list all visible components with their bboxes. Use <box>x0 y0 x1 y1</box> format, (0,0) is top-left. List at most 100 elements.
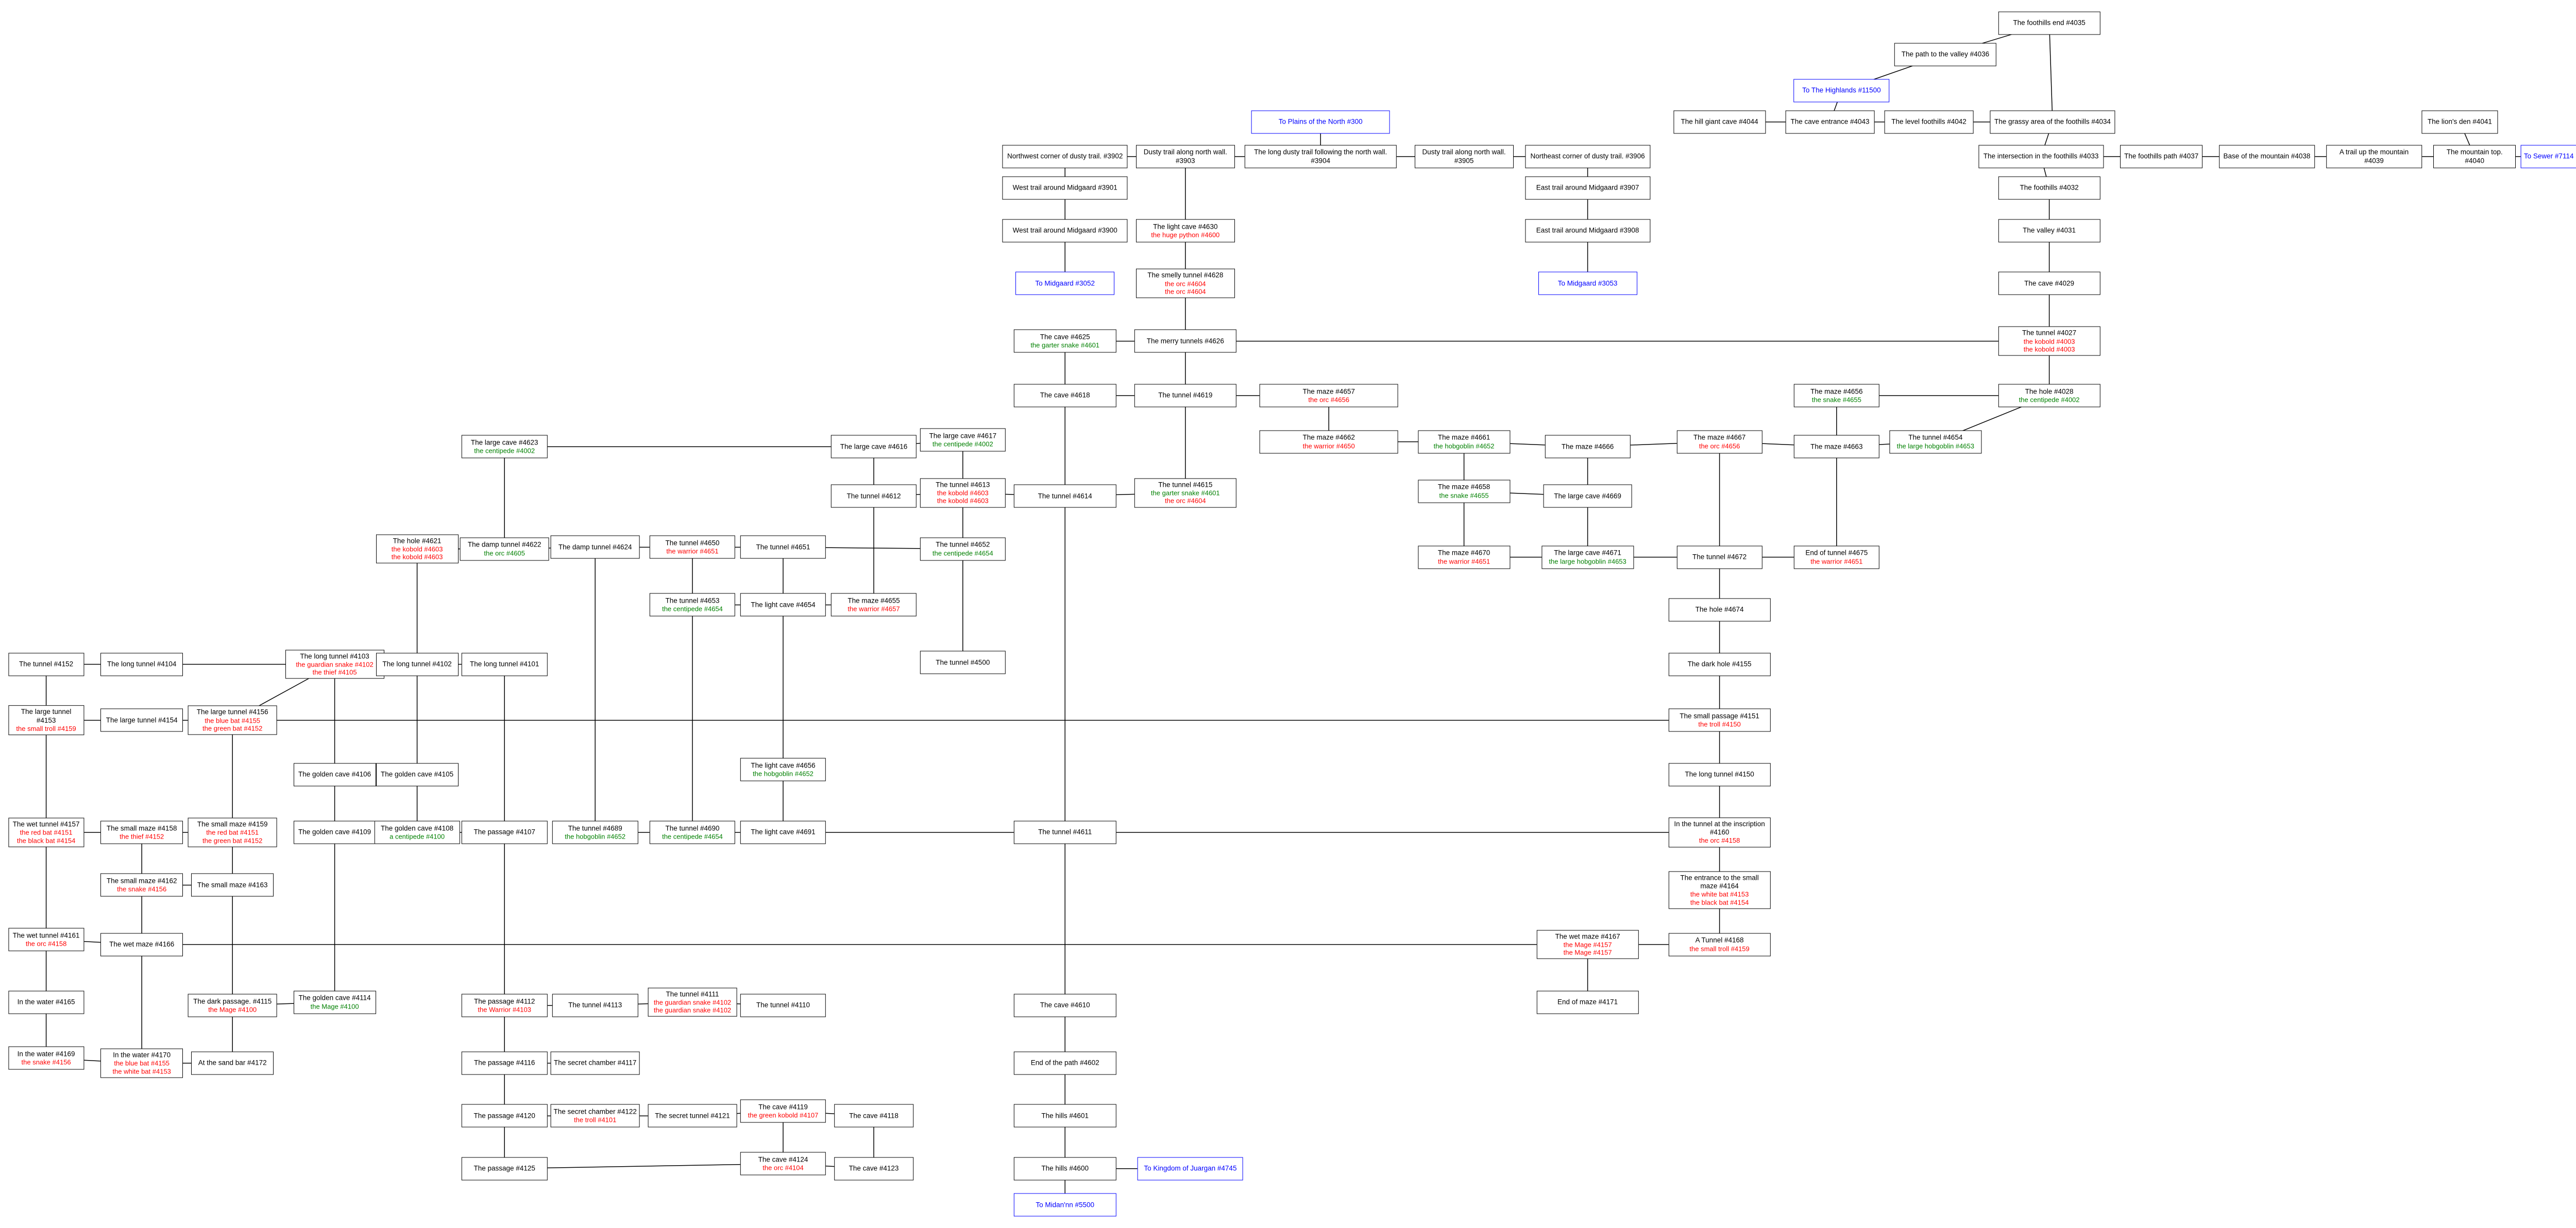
mob-label: the kobold #4603 <box>391 545 443 553</box>
room-label: West trail around Midgaard #3901 <box>1012 183 1117 192</box>
room-label: The level foothills #4042 <box>1891 117 1967 126</box>
room-label: The long dusty trail following the north… <box>1254 148 1387 164</box>
room-label: The passage #4112 <box>474 997 535 1005</box>
room-label: A Tunnel #4168 <box>1695 936 1744 944</box>
room-4663: The maze #4663 <box>1793 435 1879 458</box>
room-label: The maze #4666 <box>1561 442 1614 451</box>
room-label: The secret chamber #4122 <box>553 1107 637 1116</box>
room-label: The long tunnel #4104 <box>107 660 177 668</box>
room-label: The light cave #4691 <box>751 828 816 836</box>
room-3903: Dusty trail along north wall. #3903 <box>1136 145 1235 168</box>
room-label: The hole #4674 <box>1695 605 1744 613</box>
exit-link-label: To Midgaard #3052 <box>1035 279 1095 287</box>
room-label: The light cave #4656 <box>751 761 816 770</box>
room-4654r: The light cave #4654 <box>740 593 826 617</box>
room-label: Northeast corner of dusty trail. #3906 <box>1530 152 1645 160</box>
room-4113: The tunnel #4113 <box>552 994 638 1017</box>
room-label: The wet tunnel #4161 <box>12 931 80 940</box>
map-edge <box>2048 23 2053 122</box>
room-label: The tunnel #4651 <box>756 543 810 551</box>
room-4101: The long tunnel #4101 <box>461 653 548 676</box>
room-label: The large tunnel #4153 <box>21 708 72 724</box>
mob-label: the kobold #4603 <box>391 553 443 561</box>
room-4626: The merry tunnels #4626 <box>1134 329 1236 353</box>
mob-label: the black bat #4154 <box>16 837 76 845</box>
room-4043: The cave entrance #4043 <box>1785 110 1875 134</box>
room-3906: Northeast corner of dusty trail. #3906 <box>1525 145 1651 168</box>
mob-label: the kobold #4603 <box>937 497 989 505</box>
room-4666: The maze #4666 <box>1545 435 1631 458</box>
mob-label: the orc #4604 <box>1165 287 1206 296</box>
mob-label: the hobgoblin #4652 <box>753 770 814 778</box>
room-label: The small passage #4151 <box>1680 712 1759 720</box>
room-label: The tunnel #4613 <box>936 481 990 489</box>
room-label: The tunnel #4652 <box>936 540 990 549</box>
room-label: The large cave #4617 <box>929 432 997 440</box>
room-label: The golden cave #4108 <box>381 824 454 832</box>
exit-link-label: To Plains of the North #300 <box>1278 117 1363 126</box>
room-4166: The wet maze #4166 <box>100 933 183 957</box>
room-4040: The mountain top. #4040 <box>2433 145 2516 168</box>
mob-label: the kobold #4003 <box>2023 345 2075 353</box>
room-label: The long tunnel #4101 <box>469 660 539 668</box>
room-4651: The tunnel #4651 <box>740 535 826 559</box>
room-3904: The long dusty trail following the north… <box>1244 145 1397 168</box>
room-label: End of the path #4602 <box>1030 1059 1099 1067</box>
mob-label: the troll #4150 <box>1698 720 1741 728</box>
room-label: The tunnel #4654 <box>1908 433 1963 441</box>
room-label: The hills #4600 <box>1041 1164 1089 1172</box>
mob-label: the snake #4655 <box>1439 491 1489 500</box>
mob-label: the guardian snake #4102 <box>296 660 374 669</box>
room-label: The smelly tunnel #4628 <box>1147 271 1224 279</box>
room-4618: The cave #4618 <box>1013 384 1116 407</box>
room-4032: The foothills #4032 <box>1998 176 2100 200</box>
room-label: The wet tunnel #4157 <box>12 820 80 828</box>
room-label: The secret tunnel #4121 <box>655 1112 730 1120</box>
room-label: The tunnel #4615 <box>1158 481 1213 489</box>
room-label: Northwest corner of dusty trail. #3902 <box>1007 152 1123 160</box>
room-label: The cave #4124 <box>758 1155 808 1164</box>
mob-label: the large hobgoblin #4653 <box>1549 557 1626 566</box>
mob-label: the kobold #4603 <box>937 489 989 497</box>
room-4038: Base of the mountain #4038 <box>2219 145 2315 168</box>
room-label: In the water #4169 <box>17 1050 75 1058</box>
mob-label: the green bat #4152 <box>202 724 263 732</box>
room-label: The cave #4029 <box>2024 279 2075 287</box>
room-4102: The long tunnel #4102 <box>376 653 459 676</box>
room-4107: The passage #4107 <box>461 821 548 844</box>
room-4029: The cave #4029 <box>1998 271 2100 295</box>
room-label: East trail around Midgaard #3907 <box>1536 183 1639 192</box>
room-4614: The tunnel #4614 <box>1013 484 1116 508</box>
room-4669: The large cave #4669 <box>1543 484 1632 508</box>
room-label: The dark hole #4155 <box>1687 660 1752 668</box>
mob-label: the small troll #4159 <box>16 724 76 732</box>
mob-label: the orc #4158 <box>25 940 67 948</box>
mob-label: the centipede #4654 <box>662 605 723 613</box>
room-4123: The cave #4123 <box>834 1157 913 1181</box>
room-4109: The golden cave #4109 <box>293 821 376 844</box>
mob-label: the red bat #4151 <box>206 828 259 837</box>
room-4691: The light cave #4691 <box>740 821 826 844</box>
mob-label: a centipede #4100 <box>389 832 445 841</box>
mob-label: the centipede #4002 <box>932 440 993 448</box>
mob-label: the centipede #4654 <box>932 549 993 557</box>
room-label: The tunnel #4113 <box>568 1001 622 1009</box>
room-label: The cave #4118 <box>849 1112 899 1120</box>
room-label: The passage #4116 <box>474 1059 535 1067</box>
mob-label: the hobgoblin #4652 <box>1433 442 1495 450</box>
room-label: The maze #4667 <box>1693 433 1746 441</box>
mob-label: the Mage #4100 <box>208 1005 257 1014</box>
exit-link-L_king: To Kingdom of Juargan #4745 <box>1137 1157 1243 1181</box>
